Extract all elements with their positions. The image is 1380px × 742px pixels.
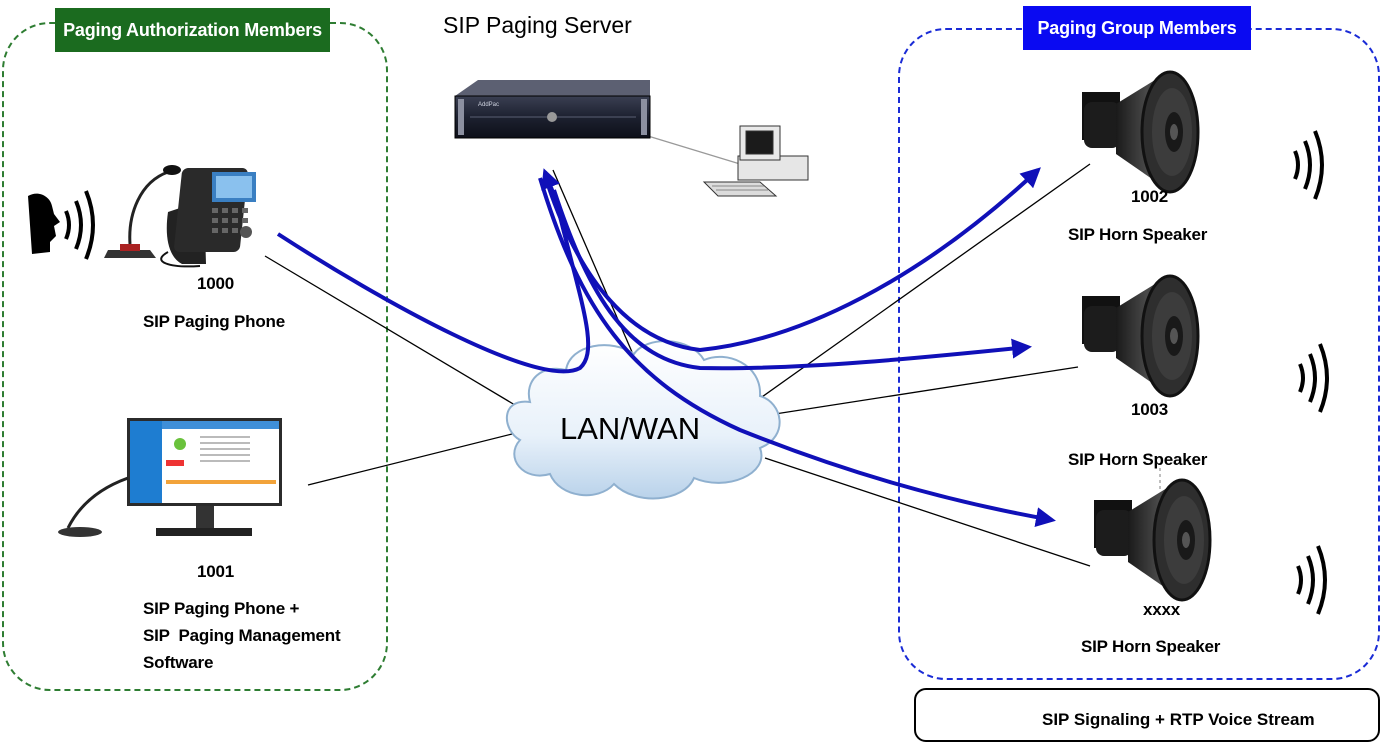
link-pc xyxy=(647,135,741,165)
legend-box xyxy=(914,688,1380,742)
station-1001-line2: SIP Paging Management xyxy=(143,626,341,645)
station-1001-number: 1001 xyxy=(197,562,235,581)
desktop-pc xyxy=(702,125,809,197)
link-speaker-1003 xyxy=(761,366,1079,417)
link-speaker-xxxx xyxy=(764,457,1091,567)
speaker-xxxx-number: xxxx xyxy=(1143,600,1181,619)
speaking-person-icon xyxy=(28,193,60,254)
speaker-1003-label: SIP Horn Speaker xyxy=(1068,450,1208,469)
signal-streams xyxy=(276,167,1056,528)
speaker-xxxx-label: SIP Horn Speaker xyxy=(1081,637,1221,656)
speaker-1002-number: 1002 xyxy=(1131,187,1169,206)
gooseneck-microphone-icon xyxy=(104,165,181,258)
sip-paging-server: AddPac xyxy=(454,80,651,139)
station-1001-line1: SIP Paging Phone + xyxy=(143,599,300,618)
server-title: SIP Paging Server xyxy=(443,12,632,38)
link-phone-1000 xyxy=(264,255,521,409)
station-1001-line3: Software xyxy=(143,653,214,672)
speaker-1002-label: SIP Horn Speaker xyxy=(1068,225,1208,244)
speaker-1003-number: 1003 xyxy=(1131,400,1169,419)
lan-wan-cloud xyxy=(506,340,781,500)
stream-phone-to-server xyxy=(276,168,591,374)
authorization-members-header: Paging Authorization Members xyxy=(55,8,330,52)
management-software-monitor-icon xyxy=(58,418,282,537)
group-members-header: Paging Group Members xyxy=(1023,6,1251,50)
stream-to-speaker-1003 xyxy=(552,189,1032,371)
stream-to-speaker-xxxx xyxy=(538,177,1056,528)
link-station-1001 xyxy=(307,433,513,486)
horn-speaker-xxxx-icon xyxy=(1092,478,1212,602)
horn-speaker-1003-icon xyxy=(1080,274,1200,398)
sip-paging-phone-icon xyxy=(160,168,256,268)
phone-1000-label: SIP Paging Phone xyxy=(143,312,285,331)
horn-speaker-1002-icon xyxy=(1080,70,1200,194)
server-brand-text: AddPac xyxy=(478,102,499,108)
legend-label: SIP Signaling + RTP Voice Stream xyxy=(1042,710,1315,729)
phone-1000-number: 1000 xyxy=(197,274,235,293)
cloud-label: LAN/WAN xyxy=(560,411,701,446)
